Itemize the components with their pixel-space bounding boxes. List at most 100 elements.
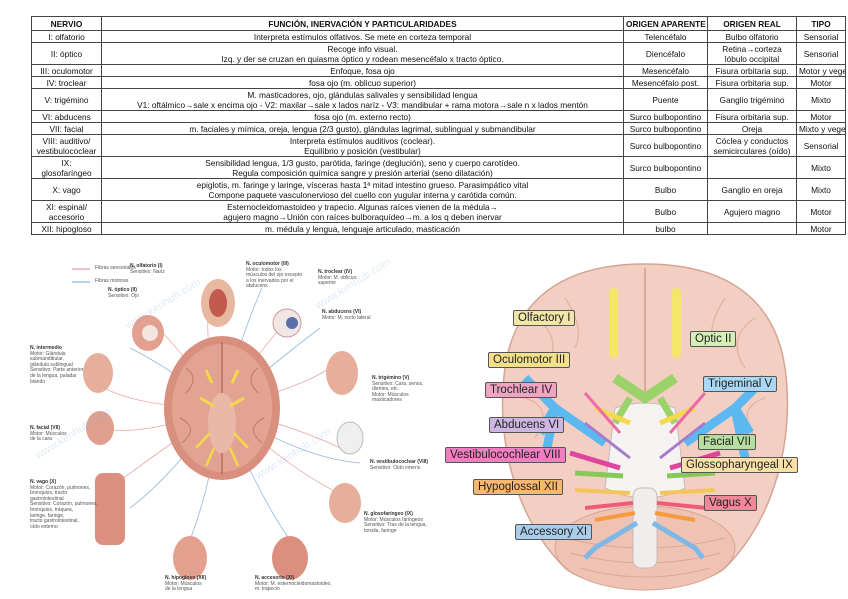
header-funcion: FUNCIÓN, INERVACIÓN Y PARTICULARIDADES [101,16,624,31]
origen-aparente-cell-line: Surco bulbopontino [629,140,702,151]
nerve-label-line: Motor: M. esternocleidomastoideo, [255,580,332,587]
tipo-cell: Motor [796,222,846,235]
nerve-label-line: de la cara [30,436,52,443]
nervio-cell: IV: troclear [31,76,102,89]
funcion-cell-line: Compone paquete vasculonervioso del cuel… [208,189,517,200]
tipo-cell: Motor [796,200,846,223]
legend-motor-label: Fibras motoras [95,278,129,284]
nerve-label-line: Sensitivo: Ojo [108,292,139,299]
nerve-name-label: Optic II [690,331,737,347]
origen-aparente-cell-line: Surco bulbopontino [629,123,702,134]
nerve-name-label: Glossopharyngeal IX [681,457,798,473]
nerve-label-line: Sensitivo: Oído interno [370,464,421,471]
origen-aparente-cell: Surco bulbopontino [623,122,708,135]
origen-real-cell: Agujero magno [707,200,797,223]
funcion-cell: epiglotis, m. faringe y laringe, víscera… [101,178,624,201]
funcion-cell-line: Sensibilidad lengua, 1/3 gusto, parótida… [205,157,520,168]
nerve-label-line: tonsila, faringe [364,527,397,534]
origen-real-cell-line: Ganglio en oreja [721,184,783,195]
origen-real-cell-line: Ganglio trigémino [719,94,785,105]
nerve-name-label: Trigeminal V [703,376,778,392]
nerve-label-line: Motor: Músculos [30,430,67,437]
nerve-name-label: Olfactory I [513,310,576,326]
tipo-cell-line: Motor [810,206,832,217]
table-row: VI: abducens fosa ojo (m. externo recto) S… [31,110,846,123]
funcion-cell-line: fosa ojo (m. externo recto) [314,111,411,122]
tipo-cell-line: Motor [810,111,832,122]
nerve-label-title: N. glosofaríngeo (IX) [364,511,413,517]
nerve-name-label: Trochlear IV [485,382,558,398]
nerve-label-line: submandibular, [30,356,64,363]
origen-aparente-cell-line: Bulbo [654,206,677,217]
origen-real-cell: Fisura orbitaria sup. [707,110,797,123]
origen-aparente-cell-line: Telencéfalo [644,31,687,42]
funcion-cell: Recoge info visual.Izq. y der se cruzan … [101,42,624,65]
nerve-label-title: N. oculomotor (III) [246,261,289,267]
table-row: IV: troclear fosa ojo (m. oblicuo superio… [31,76,846,89]
nerve-label-line: masticadores [372,397,402,404]
funcion-cell-line: Enfoque, fosa ojo [330,65,395,76]
lower-nerves [574,488,716,560]
nerve-label-title: N. facial (VII) [30,425,61,431]
funcion-cell: fosa ojo (m. oblicuo superior) [101,76,624,89]
nerve-label-title: N. trigémino (V) [372,375,410,381]
funcion-cell-line: agujero magno→Unión con raíces bulboraqu… [223,211,502,222]
nerve-label-line: Motor: Músculos [165,580,202,587]
nervio-cell-line: X: vago [52,184,81,195]
origen-real-cell [707,222,797,235]
nerve-label-line: Motor: M. oblicuo [318,274,357,281]
nervio-cell: IX:glosofaríngeo [31,156,102,179]
nerve-label-line: Sensitivo: Cara, senos, [372,380,424,387]
tipo-cell: Mixto [796,178,846,201]
nerve-label-line: laringe, faringe, [30,512,65,519]
origen-aparente-cell: Puente [623,88,708,111]
funcion-cell-line: epiglotis, m. faringe y laringe, víscera… [196,179,529,190]
table-row: I: olfatorio Interpreta estímulos olfativ… [31,30,846,43]
funcion-cell-line: Izq. y der se cruzan en quiasma óptico y… [221,53,504,64]
origen-aparente-cell: Bulbo [623,178,708,201]
nervio-cell: XII: hipogloso [31,222,102,235]
origen-real-cell-line: Cóclea y conductos [715,135,789,146]
origen-aparente-cell-line: Puente [652,94,679,105]
origen-aparente-cell: Surco bulbopontino [623,110,708,123]
nerve-label: N. vestibulococlear (VIII)Sensitivo: Oíd… [370,459,428,471]
nervio-cell-line: XI: espinal/ [45,201,88,212]
nervio-cell-line: I: olfatorio [48,31,85,42]
funcion-cell-line: fosa ojo (m. oblicuo superior) [309,77,416,88]
nerve-label-line: oído externo [30,523,58,530]
olfactory-nerves [609,288,681,358]
tipo-cell: Motor [796,110,846,123]
nerve-label: N. accesorio (XI)Motor: M. esternocleido… [255,575,332,593]
nerve-label-line: superior [318,280,337,287]
nerve-label-line: m. trapecio [255,586,280,593]
tipo-cell-line: Mixto [811,94,831,105]
origen-aparente-cell: Mesencéfalo [623,64,708,77]
nerve-label-line: de la lengua [165,586,193,593]
origen-real-cell: Ganglio en oreja [707,178,797,201]
nerve-label-line: bronquios, tráquea, [30,506,74,513]
origen-real-cell-line: Fisura orbitaria sup. [715,65,789,76]
funcion-cell-line: m. médula y lengua, lenguaje articulado,… [264,223,461,234]
nervio-cell: V: trigémino [31,88,102,111]
funcion-cell-line: Esternocleidomastoideo y trapecio. Algun… [227,201,498,212]
nerve-label-line: Motor: Glándula [30,350,66,357]
origen-aparente-cell: bulbo [623,222,708,235]
tipo-cell-line: Mixto [811,162,831,173]
nerve-label-line: Sensitivo: Tras de la lengua, [364,522,427,529]
tipo-cell: Mixto [796,88,846,111]
cranial-nerves-table: NERVIO FUNCIÓN, INERVACIÓN Y PARTICULARI… [31,16,846,235]
origen-aparente-cell: Bulbo [623,200,708,223]
nervio-cell: VI: abducens [31,110,102,123]
origen-aparente-cell: Surco bulbopontino [623,156,708,179]
nerve-label-title: N. intermedio [30,345,62,351]
nervio-cell-line: glosofaríngeo [41,167,92,178]
funcion-cell: Sensibilidad lengua, 1/3 gusto, parótida… [101,156,624,179]
nervio-cell: VIII: auditivo/vestibulococlear [31,134,102,157]
funcion-cell-line: Equilibrio y posición (vestibular) [304,145,421,156]
tipo-cell: Sensorial [796,134,846,157]
funcion-cell-line: Interpreta estímulos olfativos. Se mete … [253,31,472,42]
header-origen-aparente: ORIGEN APARENTE [623,16,708,31]
